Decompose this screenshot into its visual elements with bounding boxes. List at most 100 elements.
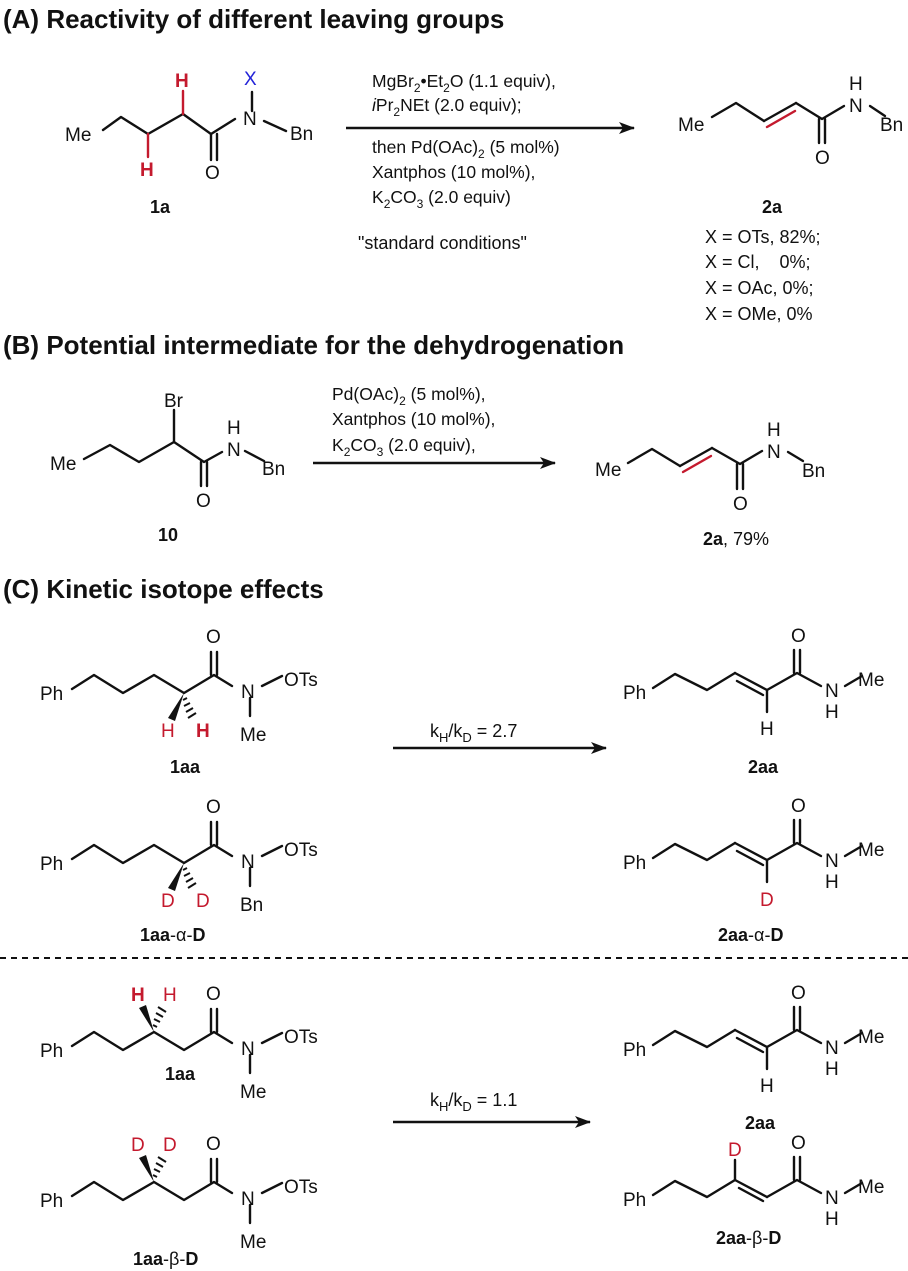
h-atom-top: H [175,71,189,92]
product-2aa-row3: Ph O N H Me H [623,983,884,1097]
conditions-b: Pd(OAc)2 (5 mol%), Xantphos (10 mol%), K… [332,384,495,459]
ots-group: OTs [284,1027,318,1048]
ph-atom: Ph [623,853,646,874]
h-atom-bottom: H [140,160,154,181]
bn-group: Bn [880,115,903,136]
conditions-a-line1: MgBr2•Et2O (1.1 equiv), [372,71,556,95]
me-atom: Me [858,1177,884,1198]
label-2aa-alpha-d: 2aa-α-D [718,925,783,945]
label-1a: 1a [150,197,171,217]
o-atom: O [791,983,806,1004]
d-atom-beta: D [728,1140,742,1161]
n-atom: N [767,442,781,463]
ots-group: OTs [284,840,318,861]
n-atom: N [227,440,241,461]
ph-atom: Ph [40,854,63,875]
substrate-10-structure: Me Br H N O Bn [50,391,285,512]
conditions-a: MgBr2•Et2O (1.1 equiv), iPr2NEt (2.0 equ… [358,71,560,253]
h-atom-alpha-2: H [196,721,210,742]
me-atom: Me [858,670,884,691]
o-atom: O [205,163,220,184]
product-2a-structure-b: Me H N O Bn [595,420,825,515]
me-atom: Me [240,725,266,746]
h-atom-nh: H [825,1209,839,1230]
x-leaving-group: X [244,69,257,90]
ph-atom: Ph [40,1041,63,1062]
h-atom: H [227,418,241,439]
n-atom: N [243,109,257,130]
product-2aa-row1: Ph O N H Me H [623,626,884,740]
conditions-a-line4: Xantphos (10 mol%), [372,162,535,182]
section-c-title: (C) Kinetic isotope effects [3,574,324,604]
h-atom-beta-1: H [131,985,145,1006]
o-atom: O [196,491,211,512]
d-atom-beta-1: D [131,1135,145,1156]
o-atom: O [733,494,748,515]
me-atom: Me [678,115,704,136]
results-list: X = OTs, 82%; X = Cl, 0%; X = OAc, 0%; X… [705,227,821,324]
ph-atom: Ph [40,684,63,705]
bn-group: Bn [802,461,825,482]
label-1aa-beta-d: 1aa-β-D [133,1249,198,1269]
ph-atom: Ph [623,683,646,704]
label-10: 10 [158,525,178,545]
me-atom: Me [858,1027,884,1048]
me-atom: Me [65,125,91,146]
me-atom: Me [595,460,621,481]
o-atom: O [206,984,221,1005]
me-atom: Me [240,1232,266,1253]
conditions-a-line5: K2CO3 (2.0 equiv) [372,187,511,211]
kie-alpha-label: kH/kD = 2.7 [430,721,517,745]
label-2a-b: 2a, 79% [703,529,769,549]
result-cl: X = Cl, 0%; [705,252,811,272]
o-atom: O [206,1134,221,1155]
h-atom: H [849,74,863,95]
n-atom: N [825,1038,839,1059]
n-atom: N [849,96,863,117]
label-2aa-row3: 2aa [745,1113,776,1133]
h-atom-alpha: H [760,1076,774,1097]
product-2a-structure-a: Me H N O Bn [678,74,903,169]
h-atom-nh: H [825,702,839,723]
ph-atom: Ph [40,1191,63,1212]
h-atom-beta-2: H [163,985,177,1006]
conditions-b-line2: Xantphos (10 mol%), [332,409,495,429]
n-atom: N [241,682,255,703]
section-a-title: (A) Reactivity of different leaving grou… [3,4,504,34]
ots-group: OTs [284,1177,318,1198]
ph-atom: Ph [623,1040,646,1061]
o-atom: O [206,797,221,818]
o-atom: O [206,627,221,648]
substrate-1aa-beta-h: Ph O N OTs Me H H [40,984,318,1103]
conditions-a-line2: iPr2NEt (2.0 equiv); [372,95,522,119]
standard-conditions-label: "standard conditions" [358,233,527,253]
label-1aa-row3: 1aa [165,1064,196,1084]
n-atom: N [241,852,255,873]
substrate-1a-structure: Me H H X N O Bn [65,69,313,184]
ph-atom: Ph [623,1190,646,1211]
d-atom-alpha-2: D [196,891,210,912]
h-atom-nh: H [825,1059,839,1080]
n-atom: N [825,851,839,872]
d-atom-beta-2: D [163,1135,177,1156]
bn-group: Bn [262,459,285,480]
ots-group: OTs [284,670,318,691]
conditions-b-line1: Pd(OAc)2 (5 mol%), [332,384,486,408]
o-atom: O [815,148,830,169]
bn-group: Bn [290,124,313,145]
product-2aa-beta-d: Ph O N H Me D [623,1133,884,1230]
o-atom: O [791,1133,806,1154]
conditions-a-line3: then Pd(OAc)2 (5 mol%) [372,137,560,161]
me-atom: Me [240,1082,266,1103]
o-atom: O [791,796,806,817]
me-atom: Me [50,454,76,475]
section-b-title: (B) Potential intermediate for the dehyd… [3,330,624,360]
o-atom: O [791,626,806,647]
substrate-1aa-beta-d: Ph O N OTs Me D D [40,1134,318,1253]
label-2aa-row1: 2aa [748,757,779,777]
me-atom: Me [858,840,884,861]
n-atom: N [825,681,839,702]
substrate-1aa-alpha-h: Ph O N OTs Me H H [40,627,318,746]
n-atom: N [241,1039,255,1060]
